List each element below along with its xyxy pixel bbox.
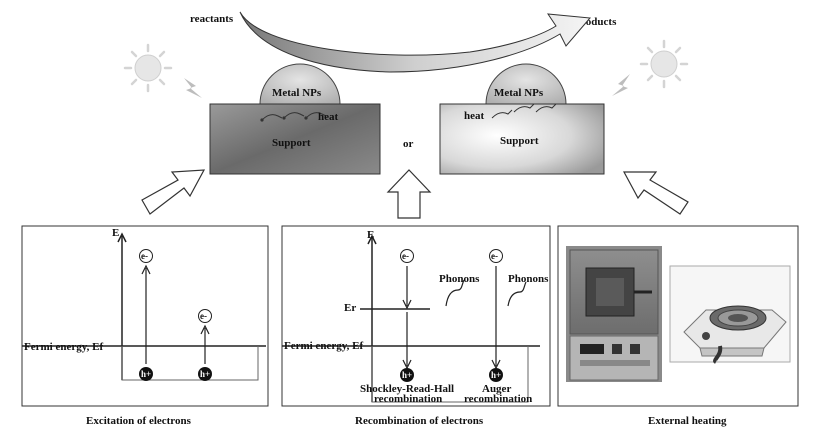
energy-axis-label-2: E — [367, 229, 374, 241]
block-arrow-center — [386, 169, 432, 219]
lightning-icon-right — [612, 74, 630, 96]
excitation-arrowhead-1 — [141, 264, 151, 275]
trap-level-label: Er — [344, 302, 356, 314]
srh-label-line2: recombination — [374, 393, 442, 405]
or-label: or — [403, 138, 414, 150]
electron-auger — [489, 249, 503, 263]
panel-heating: External heating — [557, 225, 799, 427]
excitation-arrowhead-2 — [200, 324, 210, 335]
phonons-label-auger: Phonons — [508, 273, 549, 285]
block-arrow-right — [622, 171, 689, 215]
auger-label-line1: Auger — [482, 383, 511, 395]
hole-2 — [198, 367, 212, 381]
phonon-squiggle-auger — [507, 281, 527, 307]
energy-axis-arrowhead — [117, 232, 127, 243]
fermi-level-label-2: Fermi energy, Ef — [284, 340, 363, 352]
block-arrow-left — [141, 169, 206, 215]
electron-label-auger: e- — [491, 251, 498, 261]
metal-nps-label-right: Metal NPs — [494, 87, 544, 99]
support-rect-left — [209, 103, 381, 175]
caption-excitation: Excitation of electrons — [86, 415, 192, 427]
electron-1 — [139, 249, 153, 263]
band-outline-2 — [371, 346, 529, 403]
caption-recombination: Recombination of electrons — [355, 415, 484, 427]
hole-label-2: h+ — [200, 369, 210, 379]
phonon-squiggle-srh — [445, 279, 465, 307]
heat-arrows-right — [491, 103, 557, 119]
auger-label-line2: recombination — [464, 393, 532, 405]
hotplate-photo — [669, 265, 791, 364]
band-outline — [121, 346, 259, 381]
electron-label-2: e- — [200, 311, 207, 321]
metal-np-dome-left — [259, 63, 341, 105]
right-catalyst-block: Metal NPs heat Support — [439, 63, 605, 175]
metal-nps-label-left: Metal NPs — [272, 87, 322, 99]
hole-auger — [489, 368, 503, 382]
hole-1 — [139, 367, 153, 381]
panel-excitation: E Fermi energy, Ef e- e- h+ h+ Excitatio… — [21, 225, 269, 427]
sun-icon-left — [123, 43, 173, 93]
energy-axis-arrowhead-2 — [367, 234, 377, 245]
phonons-label-srh: Phonons — [439, 273, 480, 285]
electron-label-1: e- — [141, 251, 148, 261]
sun-icon-right — [639, 39, 689, 89]
reaction-arrow — [239, 11, 592, 73]
electron-srh — [400, 249, 414, 263]
heat-label-right: heat — [464, 110, 485, 122]
srh-arrowhead-1 — [402, 299, 412, 310]
caption-heating: External heating — [648, 415, 727, 427]
lightning-icon-left — [184, 78, 202, 98]
hole-label-srh: h+ — [402, 370, 412, 380]
electron-label-srh: e- — [402, 251, 409, 261]
support-label-left: Support — [272, 137, 311, 149]
support-label-right: Support — [500, 135, 539, 147]
panel-recombination: E Fermi energy, Ef Er e- h+ Phonons e- h… — [281, 225, 551, 427]
hole-label-auger: h+ — [491, 370, 501, 380]
heat-label-left: heat — [318, 111, 339, 123]
hole-label-1: h+ — [141, 369, 151, 379]
panel-frame-recombination — [281, 225, 551, 407]
heat-arrows-left — [261, 112, 327, 121]
srh-label-line1: Shockley-Read-Hall — [360, 383, 454, 395]
left-catalyst-block: Metal NPs heat Support — [209, 63, 381, 175]
metal-np-dome-right — [485, 63, 567, 105]
furnace-photo — [566, 246, 662, 382]
fermi-level-label: Fermi energy, Ef — [24, 341, 103, 353]
energy-axis-label: E — [112, 227, 119, 239]
electron-2 — [198, 309, 212, 323]
reactants-label: reactants — [190, 13, 234, 25]
support-rect-right — [439, 103, 605, 175]
hole-srh — [400, 368, 414, 382]
